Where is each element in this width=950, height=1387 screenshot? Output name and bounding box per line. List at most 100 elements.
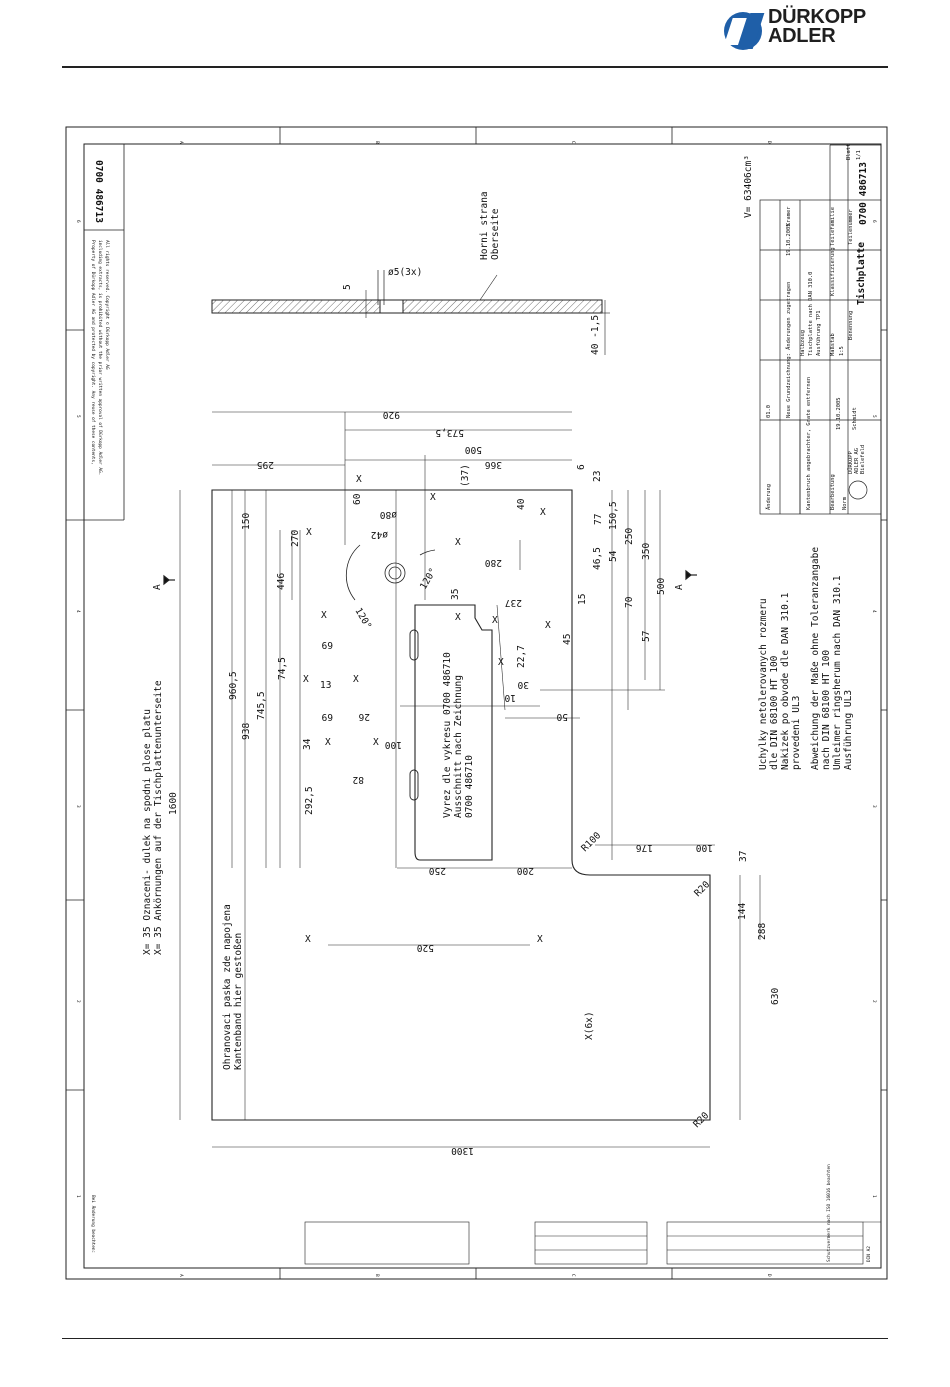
revision-name: Kramer — [786, 206, 792, 226]
dim-22: 22,7 — [516, 645, 527, 668]
company-line-1: DÜRKOPP — [847, 451, 854, 474]
dim-250b: 250 — [429, 865, 446, 876]
cutout-note-2: Ausschnitt nach Zeichnung — [453, 675, 464, 818]
grid-number-5: 5 — [75, 415, 81, 418]
dim-120a: 120° — [352, 606, 373, 631]
grid-number-1-right: 1 — [871, 1195, 877, 1198]
grid-letter-d: D — [766, 141, 772, 144]
table-plate-outline — [211, 489, 711, 1121]
dim-74: 74,5 — [277, 657, 288, 680]
grid-number-2: 2 — [75, 1000, 81, 1003]
cutout-note-3: 0700 486710 — [464, 755, 475, 818]
dim-82: 82 — [353, 774, 364, 785]
dim-295: 295 — [257, 459, 274, 470]
company-line-3: Bielefeld — [860, 445, 866, 474]
title-block — [759, 144, 882, 515]
dim-70: 70 — [624, 596, 635, 608]
company-line-2: ADLER AG — [854, 448, 860, 474]
dim-35: 35 — [450, 589, 461, 600]
tolerance-tables — [304, 1221, 881, 1265]
dim-23: 23 — [592, 471, 603, 482]
edge-note-de: Kantenband hier gestoßen — [233, 933, 244, 1070]
dim-176: 176 — [636, 842, 653, 853]
grid-number-5-right: 5 — [871, 415, 877, 418]
dim-37p: (37) — [460, 464, 471, 487]
hole-note: ø5(3x) — [388, 267, 422, 278]
edge-note-cz: Ohranovaci paska zde napojena — [222, 904, 233, 1070]
tolerance-de-2: nach DIN 68100 HT 100 — [821, 650, 832, 770]
dim-60: 60 — [352, 493, 363, 505]
dim-13: 13 — [320, 680, 331, 691]
brand-line-2: ADLER — [768, 25, 836, 47]
dim-938: 938 — [241, 723, 252, 740]
label-benennung: Benennung — [848, 311, 854, 340]
svg-text:X: X — [373, 737, 379, 748]
section-marker-right: A — [674, 584, 685, 590]
label-teilenummer: Teilenummer — [848, 209, 854, 245]
cutout-outline — [414, 604, 493, 861]
dim-280: 280 — [485, 557, 502, 568]
sheet-number-top: 0700 486713 — [93, 160, 104, 223]
dim-1600: 1600 — [168, 792, 179, 815]
dim-42: ø42 — [371, 529, 388, 540]
dim-54: 54 — [608, 550, 619, 562]
copyright-line-3: All rights reserved. Copyright © Dürkopp… — [104, 240, 110, 370]
grid-letter-a: A — [178, 141, 184, 144]
dim-960: 960,5 — [228, 671, 239, 700]
dim-144: 144 — [737, 903, 748, 920]
label-norm: Norm — [842, 497, 848, 510]
upper-side-cz: Horni strana — [479, 191, 490, 260]
dimension-lines — [179, 411, 761, 1148]
copyright-notice: Property of Dürkopp Adler AG and protect… — [90, 240, 110, 475]
dim-288: 288 — [757, 923, 768, 940]
sheet-count: 1/1 — [856, 150, 862, 160]
dim-40: 40 — [516, 498, 527, 510]
header-rule — [62, 66, 888, 68]
dim-1300: 1300 — [451, 1145, 474, 1156]
note-kantenbruch: Kantenbruch angebrachter, Grate entferne… — [806, 377, 812, 510]
grid-letter-b-bottom: B — [374, 1274, 380, 1277]
marking-note-de: X= 35 Ankörnungen auf der Tischplattenun… — [153, 680, 164, 955]
label-klassifizierung: Klassifizierung — [830, 247, 836, 296]
drawn-name: Schmidt — [852, 407, 858, 430]
svg-text:X: X — [321, 610, 327, 621]
grid-number-3-right: 3 — [871, 805, 877, 808]
dim-120b: 120° — [418, 566, 439, 591]
change-note: Bei Änderung beachten: — [90, 1195, 97, 1253]
dim-250a: 250 — [624, 528, 635, 545]
grid-number-2-right: 2 — [871, 1000, 877, 1003]
dim-46: 46,5 — [592, 547, 603, 570]
dim-350: 350 — [641, 543, 652, 560]
grid-number-4-right: 4 — [871, 610, 877, 613]
tolerance-de-1: Abweichung der Maße ohne Toleranzangabe — [810, 547, 821, 770]
label-halbzeug: Halbzeug — [800, 330, 806, 356]
dim-446: 446 — [276, 573, 287, 590]
volume-label: V= 63406cm³ — [743, 155, 754, 218]
dim-100b: 100 — [696, 842, 713, 853]
cutout-slots — [409, 629, 419, 801]
revision-index: 01.0 — [766, 405, 772, 418]
revision-text: Neue Grundzeichnung: Änderungen zugetrag… — [785, 282, 792, 418]
svg-text:X: X — [430, 492, 436, 503]
label-teilefamilie: Teilefamilie — [830, 207, 836, 246]
radius-100: R100 — [579, 830, 603, 854]
dim-37: 37 — [738, 851, 749, 862]
grid-number-1: 1 — [75, 1195, 81, 1198]
tolerance-cz-2: dle DIN 68100 HT 100 — [769, 655, 780, 770]
brand-logo-icon — [723, 12, 765, 50]
tolerance-cz-4: provedeni UL3 — [791, 696, 802, 770]
dim-30: 30 — [517, 679, 529, 690]
svg-text:X: X — [455, 612, 461, 623]
grid-letter-c-bottom: C — [570, 1274, 576, 1277]
dim-6: 6 — [576, 464, 587, 470]
svg-text:X: X — [455, 537, 461, 548]
dim-573: 573,5 — [435, 427, 464, 438]
svg-text:X: X — [540, 507, 546, 518]
dim-500: 500 — [465, 444, 482, 455]
grid-labels: A B C D A B C D 1 2 3 4 5 6 1 2 3 4 5 6 — [75, 141, 877, 1277]
dim-150-5: 150,5 — [608, 501, 619, 530]
svg-text:X: X — [492, 615, 498, 626]
grid-number-6: 6 — [75, 220, 81, 223]
tolerance-de-3: Umleimer ringsherum nach DAN 310.1 — [832, 575, 843, 770]
